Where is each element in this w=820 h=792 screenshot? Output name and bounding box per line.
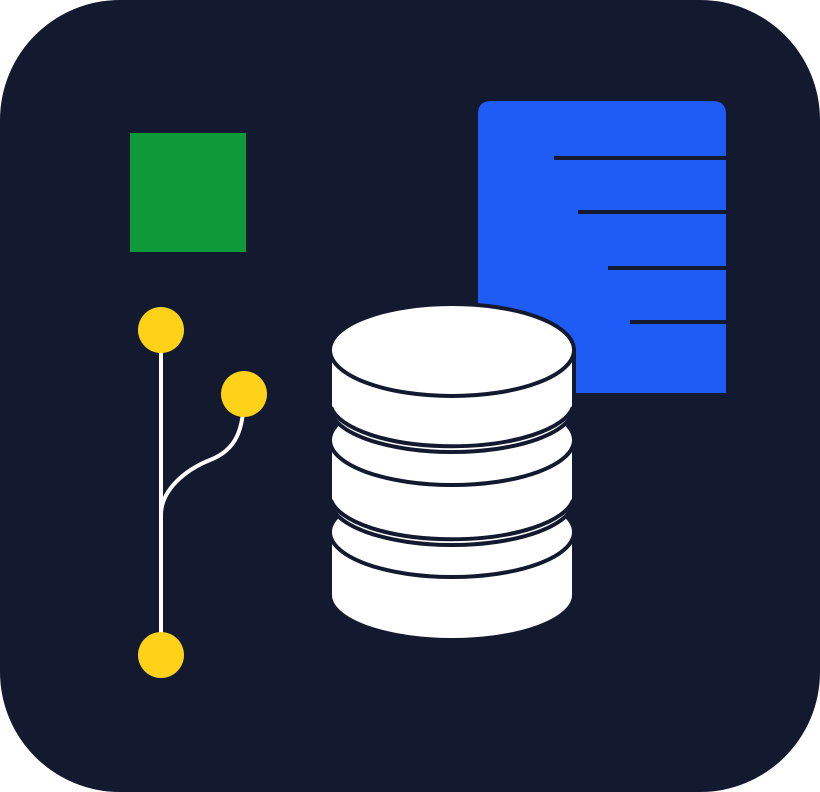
database-separator <box>329 406 575 449</box>
green-square-shape <box>130 133 246 252</box>
branch-node-top <box>138 307 184 353</box>
square-icon <box>130 133 246 252</box>
branch-node-side <box>221 371 267 417</box>
git-branch-icon <box>138 307 267 678</box>
branch-node-bottom <box>138 632 184 678</box>
database-icon <box>328 302 576 642</box>
branch-line-side <box>159 393 246 516</box>
database-separator <box>329 499 575 542</box>
database-disk-top-top <box>328 302 576 398</box>
